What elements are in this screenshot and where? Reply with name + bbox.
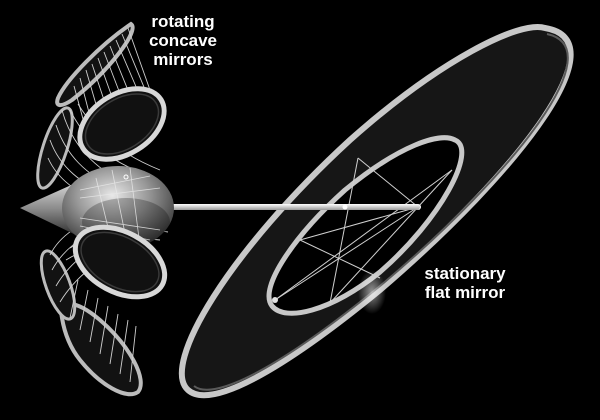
flat-mirror-outer-rim <box>178 24 574 399</box>
rotating-concave-mirrors-label: rotating concave mirrors <box>138 12 228 69</box>
stationary-flat-mirror <box>178 24 574 399</box>
flat-mirror-rim-node <box>272 297 278 303</box>
label-line: concave <box>148 31 218 50</box>
boom-joint <box>342 204 348 210</box>
concave-mirror-left-upper <box>36 106 74 190</box>
boom-shaft <box>168 204 420 210</box>
flat-mirror-outer-rim-shade <box>193 33 569 391</box>
label-line: rotating <box>151 12 215 31</box>
label-line: mirrors <box>153 50 213 69</box>
rotating-mirror-assembly <box>20 21 174 397</box>
hub-bolt-icon <box>123 174 129 180</box>
label-line: stationary <box>424 264 506 283</box>
flat-mirror-annulus <box>181 26 571 396</box>
flat-mirror-cables <box>274 157 453 304</box>
concave-mirror-top-far <box>55 21 135 107</box>
connecting-boom <box>168 204 420 210</box>
flat-mirror-glint <box>358 270 386 314</box>
flat-mirror-inner-rim <box>266 135 465 316</box>
concave-mirror-left-lower <box>39 249 77 321</box>
concave-mirror-lower-front <box>72 224 168 300</box>
label-line: flat mirror <box>424 283 506 302</box>
stationary-flat-mirror-label: stationary flat mirror <box>405 264 525 302</box>
hub-cone-tip <box>20 182 78 236</box>
concave-mirror-upper-front <box>77 86 167 162</box>
